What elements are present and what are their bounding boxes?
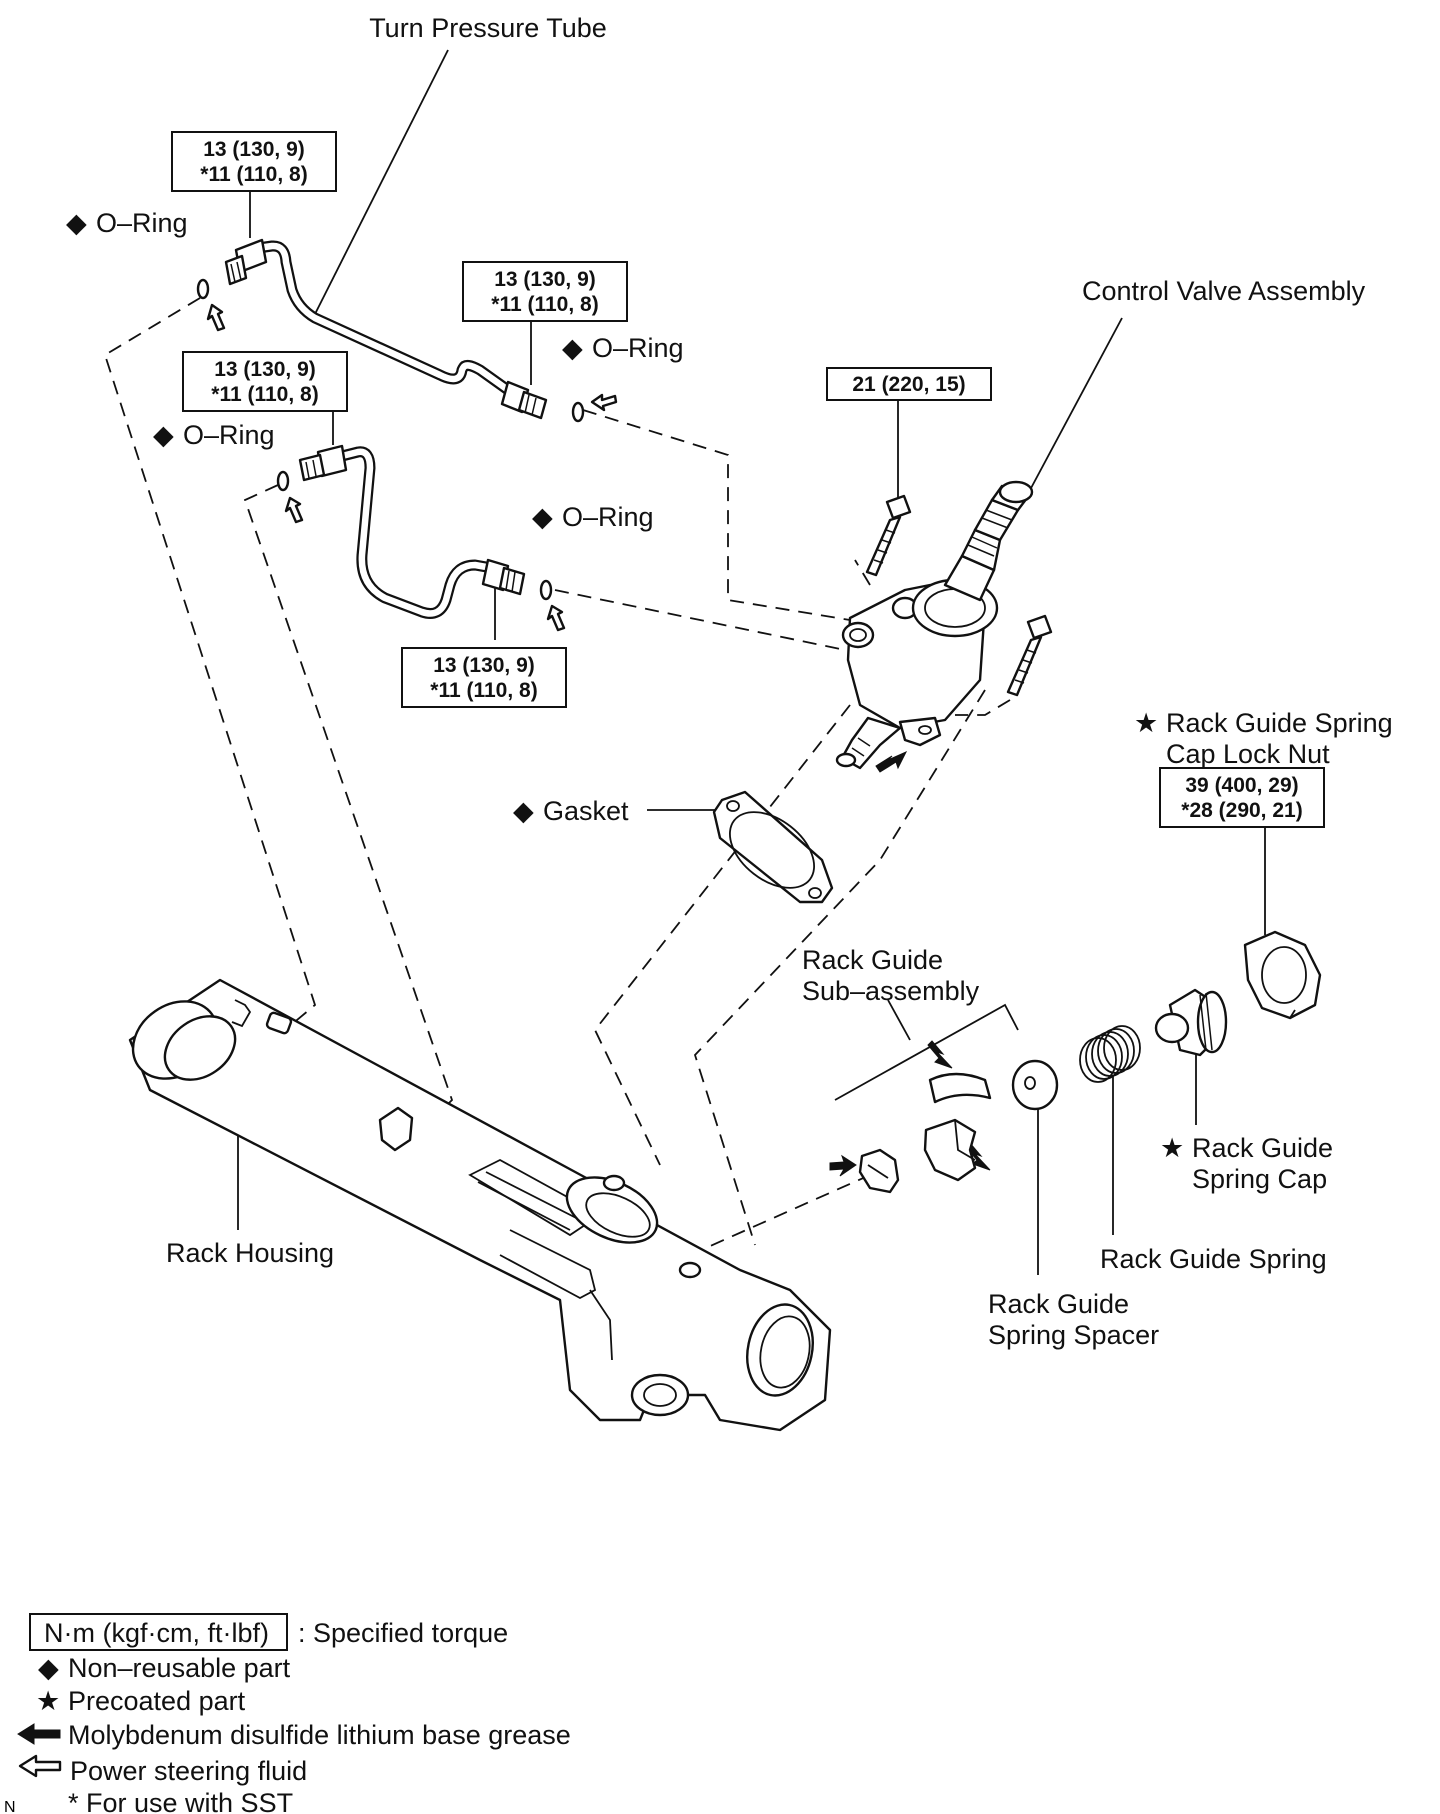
label-rack-housing: Rack Housing [166,1238,334,1268]
label-gasket: ◆ Gasket [513,796,629,826]
svg-text:*28 (290, 21): *28 (290, 21) [1181,799,1302,822]
svg-text:*11 (110, 8): *11 (110, 8) [211,383,318,406]
tube-fitting-1 [224,238,268,286]
label-o-ring-1: ◆ O–Ring [66,208,188,238]
non-reusable-icon: ◆ [532,502,553,532]
tube-fitting-4 [481,558,526,596]
label-rack-guide-spring: Rack Guide Spring [1100,1244,1327,1274]
fluid-arrow-icon [18,1754,62,1778]
svg-text:*11 (110, 8): *11 (110, 8) [491,293,598,316]
svg-text:Gasket: Gasket [543,796,629,826]
rack-housing-part [128,978,832,1432]
rack-guide-spring-part [1079,1025,1141,1083]
svg-text:Molybdenum disulfide lithium b: Molybdenum disulfide lithium base grease [68,1720,571,1750]
svg-text:Sub–assembly: Sub–assembly [802,976,980,1006]
label-rack-guide-spring-cap: ★ Rack Guide Spring Cap [1160,1133,1333,1194]
svg-text:O–Ring: O–Ring [183,420,275,450]
rack-guide-spring-cap-lock-nut-part [1243,930,1322,1020]
control-valve-assembly [835,480,1034,770]
torque-box-tube-2: 13 (130, 9) *11 (110, 8) [462,261,628,322]
rack-guide-spring-cap-part [1154,988,1228,1057]
svg-text:Rack Guide: Rack Guide [802,945,943,975]
svg-text:13 (130, 9): 13 (130, 9) [214,358,316,381]
svg-text:Precoated part: Precoated part [68,1686,246,1716]
legend: N·m (kgf·cm, ft·lbf) : Specified torque … [4,1613,571,1814]
corner-mark: N [4,1799,16,1814]
torque-box-tube-4: 13 (130, 9) *11 (110, 8) [401,647,567,708]
svg-text:21 (220, 15): 21 (220, 15) [852,373,965,396]
svg-text:*11 (110, 8): *11 (110, 8) [200,163,307,186]
svg-text:Cap Lock Nut: Cap Lock Nut [1166,739,1330,769]
legend-moly-grease: Molybdenum disulfide lithium base grease [17,1720,571,1750]
control-valve-bolt-2 [1006,614,1053,697]
label-o-ring-4: ◆ O–Ring [532,502,654,532]
legend-torque: N·m (kgf·cm, ft·lbf) : Specified torque [29,1613,508,1651]
legend-sst: * For use with SST [68,1788,293,1814]
tube-fitting-3 [298,444,348,482]
leader-lines [237,49,1266,1275]
legend-non-reusable: ◆ Non–reusable part [38,1653,291,1683]
precoated-icon: ★ [36,1686,60,1716]
svg-text:Rack Guide: Rack Guide [1192,1133,1333,1163]
tube-fitting-2 [500,380,548,420]
label-control-valve-assembly: Control Valve Assembly [1082,276,1366,306]
svg-text:Spring Cap: Spring Cap [1192,1164,1327,1194]
label-o-ring-3: ◆ O–Ring [153,420,275,450]
grease-arrow-icon [17,1723,61,1745]
svg-text:Non–reusable part: Non–reusable part [68,1653,291,1683]
svg-text:N·m (kgf·cm, ft·lbf): N·m (kgf·cm, ft·lbf) [44,1618,269,1648]
label-rack-guide-sub-assembly: Rack Guide Sub–assembly [802,945,980,1006]
control-valve-bolt-1 [865,494,912,577]
label-rack-guide-spring-spacer: Rack Guide Spring Spacer [988,1289,1159,1350]
svg-text:Rack Guide: Rack Guide [988,1289,1129,1319]
non-reusable-icon: ◆ [513,796,534,826]
turn-pressure-tube [252,240,514,396]
legend-ps-fluid: Power steering fluid [18,1754,307,1786]
svg-text:O–Ring: O–Ring [592,333,684,363]
precoated-icon: ★ [1134,708,1158,738]
svg-text:13 (130, 9): 13 (130, 9) [203,138,305,161]
svg-text:* For use with SST: * For use with SST [68,1788,293,1814]
precoated-icon: ★ [1160,1133,1184,1163]
torque-box-tube-1: 13 (130, 9) *11 (110, 8) [171,131,337,192]
svg-text:O–Ring: O–Ring [562,502,654,532]
torque-box-lock-nut: 39 (400, 29) *28 (290, 21) [1159,767,1325,828]
svg-text:13 (130, 9): 13 (130, 9) [433,654,535,677]
svg-text:Rack Guide Spring: Rack Guide Spring [1166,708,1393,738]
power-steering-fluid-arrows [206,303,618,632]
non-reusable-icon: ◆ [562,333,583,363]
torque-box-control-valve-bolt: 21 (220, 15) [826,367,992,401]
return-pipe [332,446,498,619]
rack-guide-sub-assembly-part [858,1072,992,1194]
svg-text:O–Ring: O–Ring [96,208,188,238]
grease-arrows [829,750,991,1177]
svg-text:*11 (110, 8): *11 (110, 8) [430,679,537,702]
gasket-part [712,790,834,904]
label-turn-pressure-tube: Turn Pressure Tube [369,13,607,43]
svg-text:Spring Spacer: Spring Spacer [988,1320,1159,1350]
legend-precoated: ★ Precoated part [36,1686,246,1716]
torque-box-tube-3: 13 (130, 9) *11 (110, 8) [182,351,348,412]
svg-text:: Specified torque: : Specified torque [298,1618,508,1648]
svg-text:13 (130, 9): 13 (130, 9) [494,268,596,291]
non-reusable-icon: ◆ [66,208,87,238]
rack-guide-spring-spacer-part [1011,1059,1059,1111]
label-rack-guide-spring-cap-lock-nut: ★ Rack Guide Spring Cap Lock Nut [1134,708,1393,769]
svg-text:39 (400, 29): 39 (400, 29) [1185,774,1298,797]
svg-text:Power steering fluid: Power steering fluid [70,1756,307,1786]
non-reusable-icon: ◆ [153,420,174,450]
o-ring-parts [196,278,585,601]
label-o-ring-2: ◆ O–Ring [562,333,684,363]
non-reusable-icon: ◆ [38,1653,59,1683]
